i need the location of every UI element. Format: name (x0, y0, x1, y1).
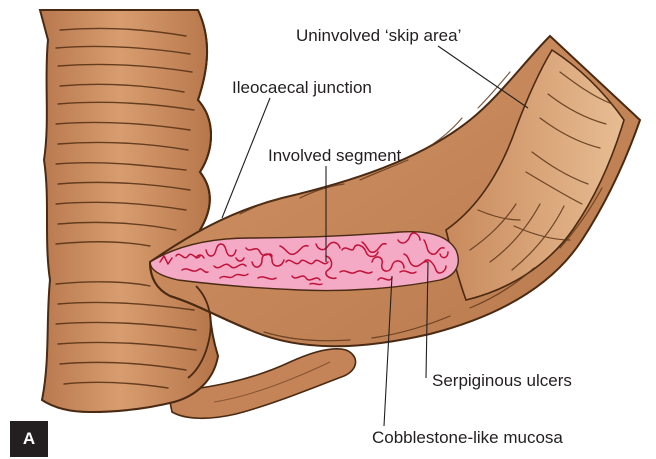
leader-ileocaecal-junction (222, 98, 270, 218)
label-involved-segment: Involved segment (268, 147, 401, 164)
label-cobblestone-mucosa: Cobblestone-like mucosa (372, 429, 563, 446)
label-ileocaecal-junction: Ileocaecal junction (232, 79, 372, 96)
label-skip-area: Uninvolved ‘skip area’ (296, 27, 461, 44)
panel-letter-badge: A (10, 421, 48, 457)
label-serpiginous-ulcers: Serpiginous ulcers (432, 372, 572, 389)
colon-wall (40, 10, 218, 412)
